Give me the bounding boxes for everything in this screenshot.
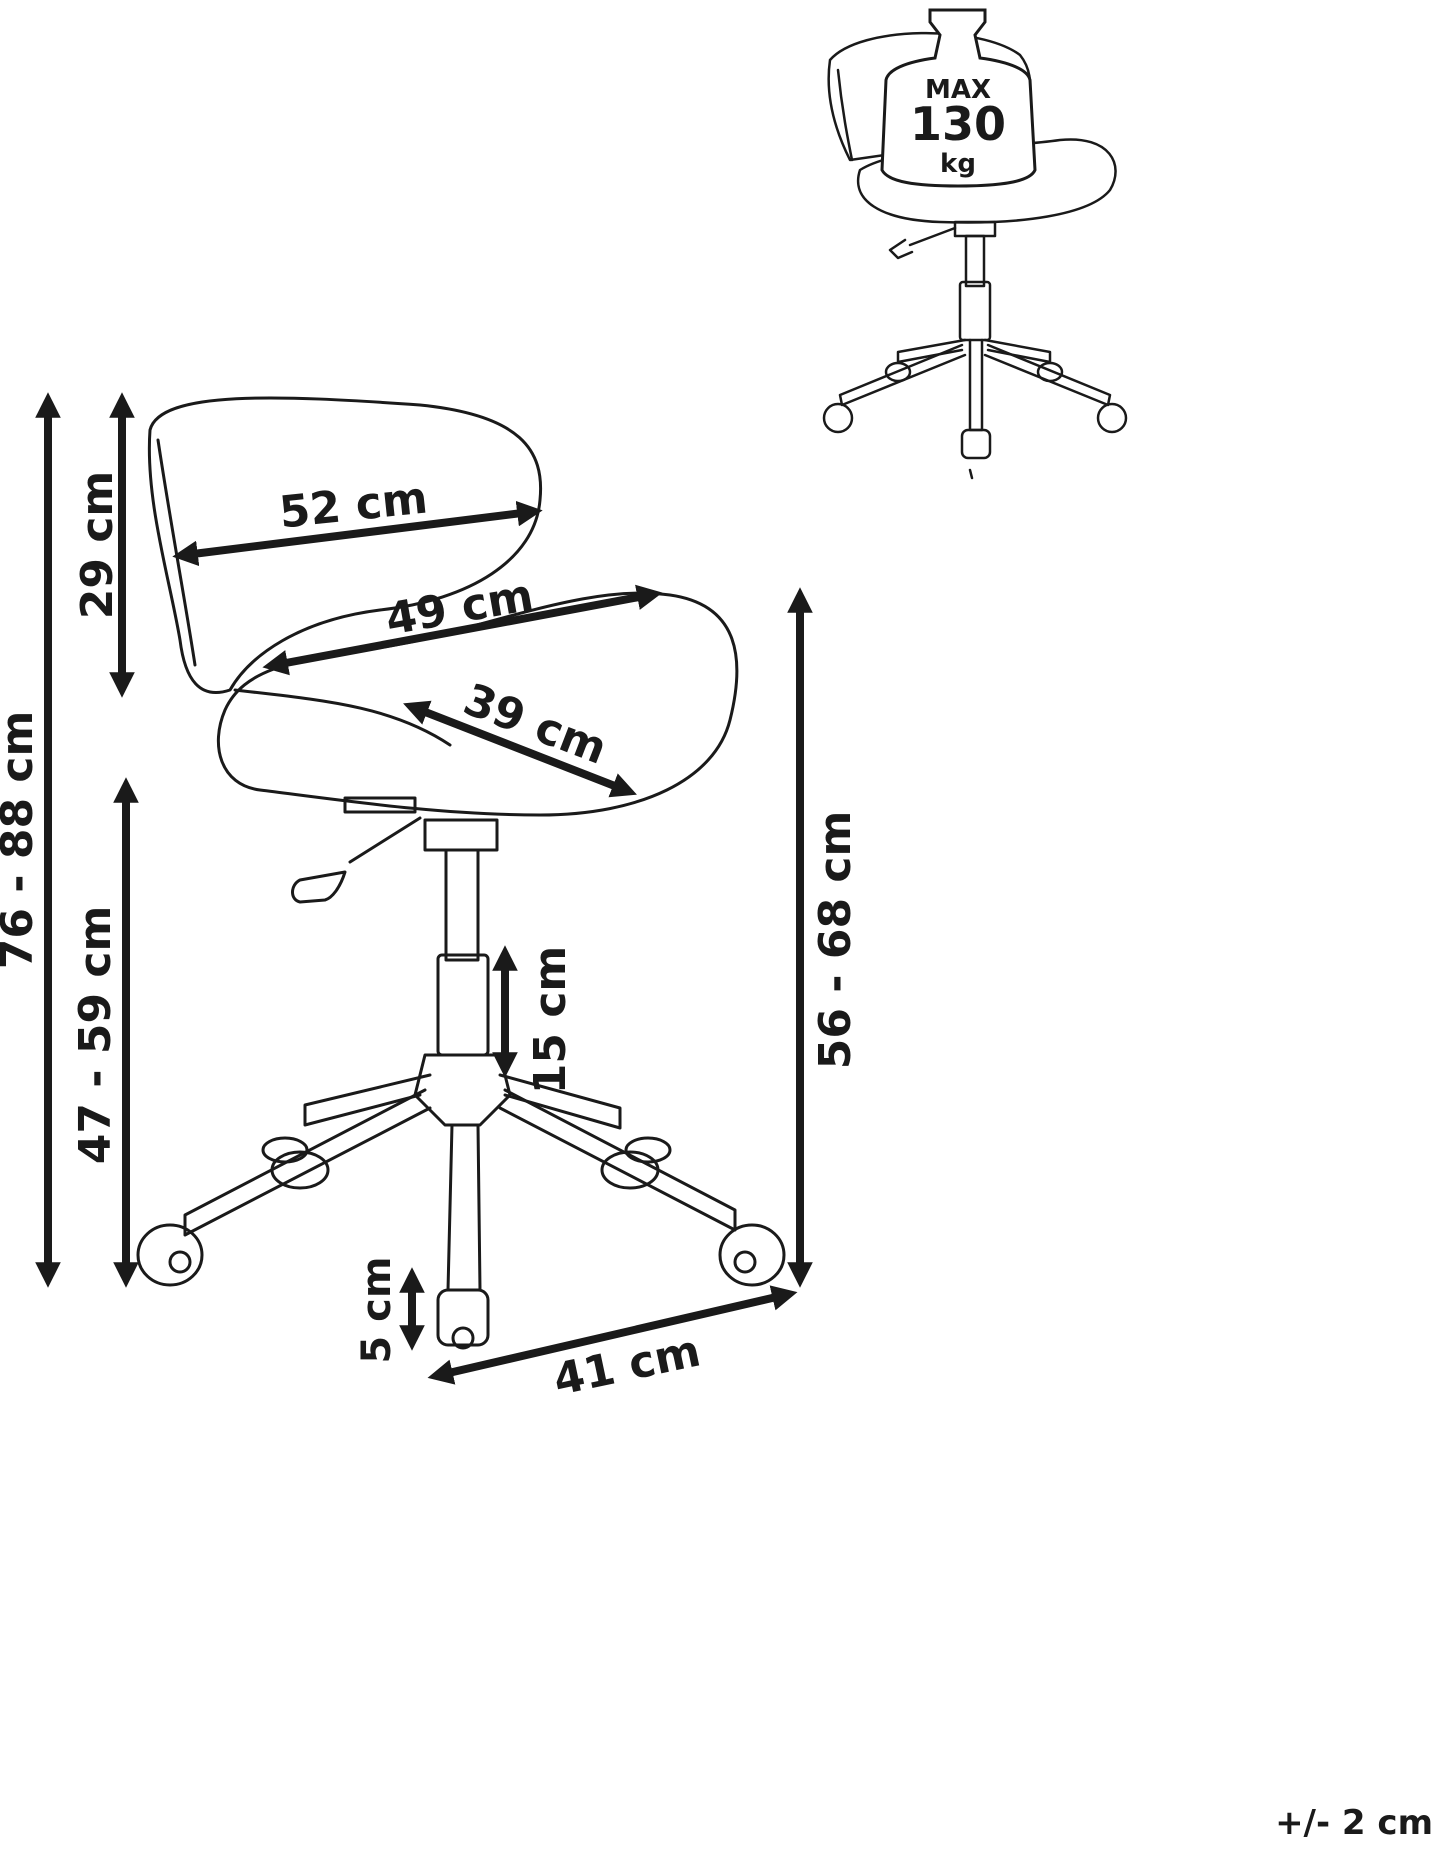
backrest-width-arrow — [172, 500, 543, 567]
base-leg-left — [183, 1088, 432, 1237]
base-leg-right — [498, 1088, 737, 1232]
base-leg-front — [446, 1123, 482, 1292]
gas-column-bottom — [436, 953, 490, 1057]
base-hub — [413, 1053, 512, 1127]
caster-right — [718, 1223, 786, 1287]
gas-lift-label: 15 cm — [525, 946, 576, 1094]
adjustment-lever — [291, 816, 422, 904]
caster-back-right — [600, 1136, 672, 1190]
seat-depth-label: 39 cm — [457, 674, 614, 775]
total-height-label: 76 - 88 cm — [0, 711, 43, 970]
weight-badge-max: MAX — [925, 75, 991, 105]
seat-height-left-label: 47 - 59 cm — [70, 906, 121, 1165]
seat-mechanism — [423, 818, 499, 852]
base-width-label: 41 cm — [549, 1325, 705, 1406]
caster-back-left — [261, 1136, 330, 1190]
chair-illustration — [136, 396, 786, 1350]
backrest-height-label: 29 cm — [72, 471, 123, 619]
base-leg-back-left — [303, 1073, 432, 1127]
weight-badge-unit: kg — [940, 149, 976, 179]
base-width-arrow — [427, 1285, 798, 1385]
seat-depth-arrow — [403, 700, 637, 798]
base-leg-back-right — [498, 1073, 622, 1130]
seat-width-arrow — [262, 584, 663, 676]
dimension-arrows — [35, 392, 813, 1385]
caster-label: 5 cm — [354, 1256, 400, 1363]
seat-height-right-label: 56 - 68 cm — [810, 811, 861, 1070]
weight-capacity-illustration — [822, 31, 1128, 480]
caster-front — [436, 1288, 490, 1350]
tolerance-note: +/- 2 cm — [1275, 1803, 1433, 1843]
weight-badge-value: 130 — [910, 97, 1006, 151]
caster-left — [136, 1223, 204, 1287]
gas-column-top — [444, 848, 480, 962]
weight-badge: MAX 130 kg — [880, 8, 1037, 188]
